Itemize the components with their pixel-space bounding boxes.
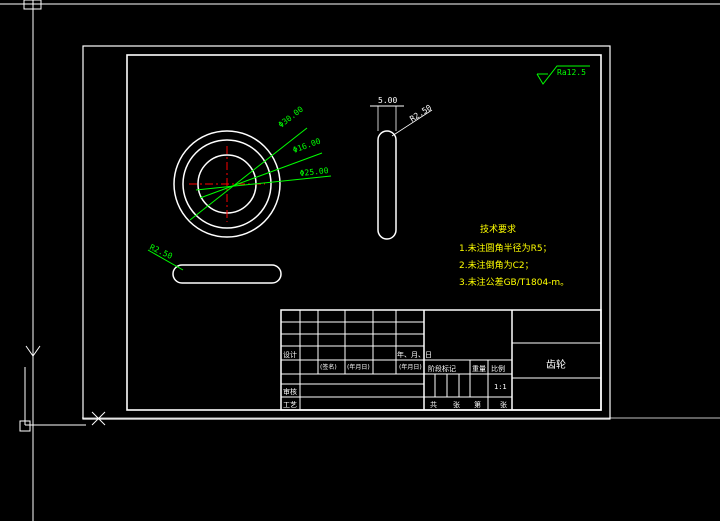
dim-slot-radius-vertical: R2.50 (408, 103, 433, 124)
title-sheet-unit: 张 (453, 400, 460, 409)
tech-requirement-3: 3.未注公差GB/T1804-m。 (459, 276, 569, 288)
title-label-scale: 比例 (491, 364, 505, 373)
title-sheet-total: 共 (430, 400, 437, 409)
title-label-process: 工艺 (283, 401, 297, 409)
title-label-review: 审核 (283, 387, 297, 396)
tech-requirements: 技术要求 1.未注圆角半径为R5； 2.未注倒角为C2； 3.未注公差GB/T1… (459, 223, 569, 288)
title-block (280, 309, 602, 411)
surface-finish-value: Ra12.5 (557, 68, 586, 77)
dim-slot-radius-horizontal: R2.50 (148, 243, 174, 261)
surface-finish-symbol: Ra12.5 (536, 65, 590, 85)
title-label-weight: 重量 (472, 365, 486, 373)
dim-slot-width: 5.00 (378, 96, 397, 105)
tech-requirements-heading: 技术要求 (480, 223, 516, 235)
title-sign-b: (年月日) (347, 363, 370, 371)
title-part-name: 齿轮 (546, 358, 566, 371)
title-sheet-unit2: 张 (500, 400, 507, 409)
dim-outer-diameter: Φ30.00 (277, 105, 305, 130)
title-scale-value: 1:1 (494, 383, 507, 391)
tech-requirement-2: 2.未注倒角为C2； (459, 259, 534, 271)
dim-middle-diameter: Φ25.00 (299, 166, 329, 178)
title-label-design: 设计 (283, 350, 297, 359)
horizontal-slot-view: R2.50 (147, 243, 282, 284)
ring-view: Φ30.00 Φ16.00 Φ25.00 (173, 105, 332, 238)
title-block-text: 齿轮 设计 审核 工艺 (签名) (年月日) (年月日) 年、月、日 阶段标记 … (283, 350, 566, 409)
vertical-slot-view: 5.00 R2.50 (370, 96, 433, 240)
title-sign-a: (签名) (320, 363, 337, 371)
title-label-marking: 阶段标记 (428, 364, 456, 373)
title-sheet-no: 第 (474, 400, 481, 409)
title-year-month-day: 年、月、日 (397, 350, 432, 359)
title-sign-c: (年月日) (399, 363, 422, 371)
dim-inner-diameter: Φ16.00 (292, 136, 322, 154)
tech-requirement-1: 1.未注圆角半径为R5； (459, 242, 552, 254)
